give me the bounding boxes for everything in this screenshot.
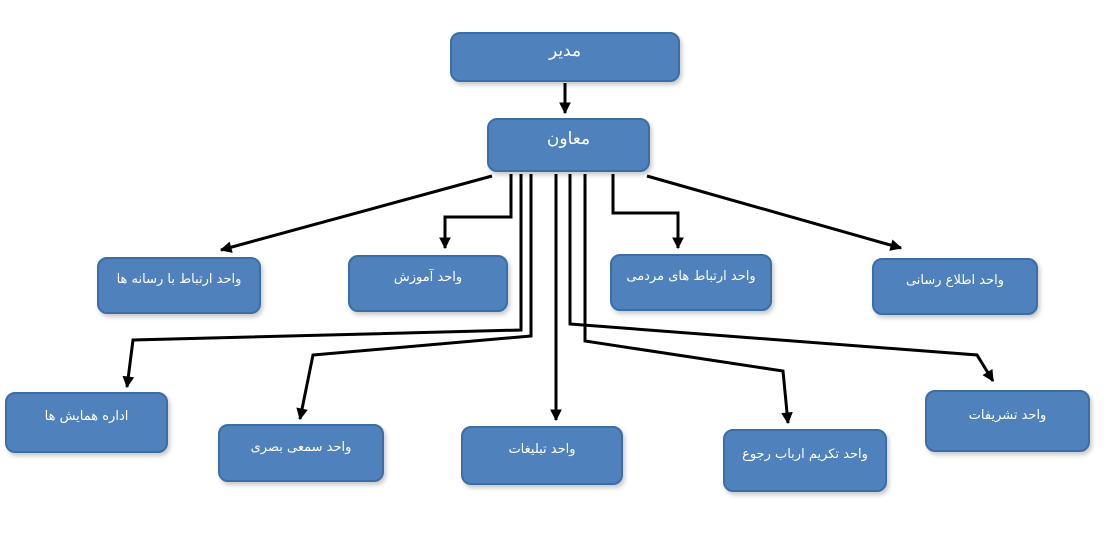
node-media-relations-unit: واحد ارتباط با رسانه ها	[97, 257, 261, 314]
node-audio-visual-unit: واحد سمعی بصری	[218, 424, 384, 482]
node-public-relations-unit: واحد ارتباط های مردمی	[610, 254, 772, 311]
connector-deputy-to-education	[439, 174, 513, 250]
node-client-honoring-unit: واحد تکریم ارباب رجوع	[723, 429, 887, 492]
node-advertising-unit: واحد تبلیغات	[461, 426, 623, 485]
node-education-unit: واحد آموزش	[348, 255, 508, 312]
connector-deputy-to-public-relations	[611, 174, 684, 250]
node-conferences-office: اداره همایش ها	[5, 392, 168, 453]
connector-deputy-to-information	[646, 174, 903, 251]
node-information-unit: واحد اطلاع رسانی	[872, 258, 1038, 315]
node-manager: مدیر	[450, 32, 680, 82]
node-protocol-unit: واحد تشریفات	[925, 390, 1090, 452]
connector-deputy-to-media-relations	[219, 174, 493, 253]
node-deputy: معاون	[487, 118, 650, 172]
